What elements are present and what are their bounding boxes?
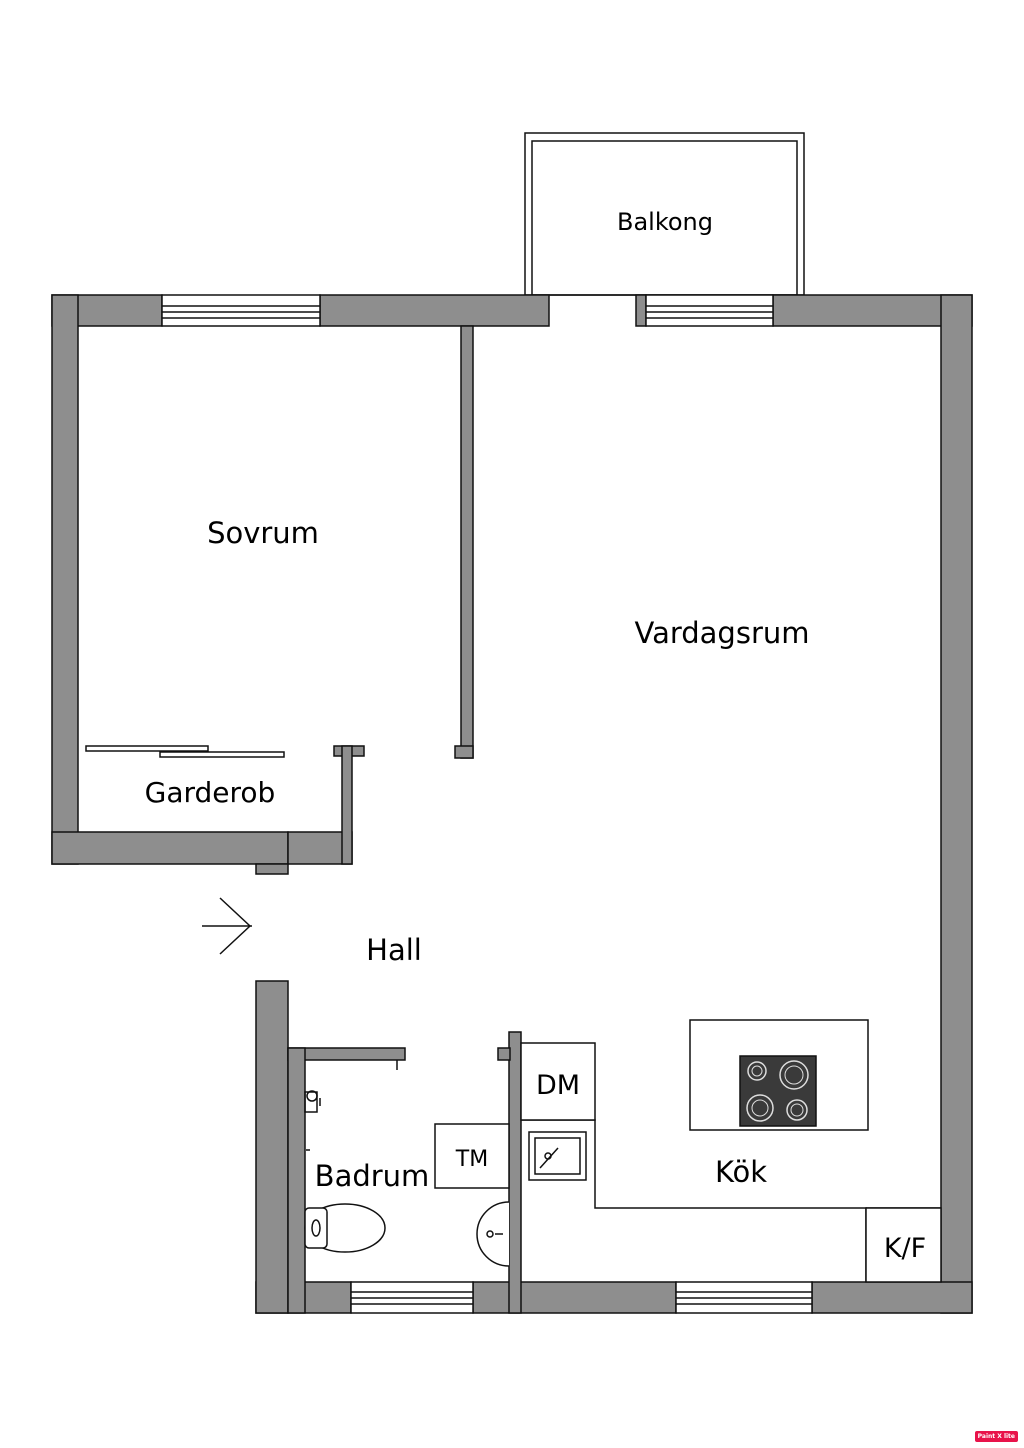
washbasin-icon bbox=[476, 1201, 510, 1267]
appliance-label-dm: DM bbox=[536, 1070, 580, 1101]
room-label-vardagsrum: Vardagsrum bbox=[634, 616, 809, 650]
room-label-kok: Kök bbox=[715, 1155, 767, 1189]
fridge-freezer-unit bbox=[865, 1207, 942, 1283]
window-kitchen bbox=[675, 1281, 813, 1314]
window-bathroom bbox=[350, 1281, 474, 1314]
wardrobe-sliding-doors bbox=[85, 745, 285, 758]
washing-machine-unit bbox=[434, 1123, 510, 1189]
appliance-label-tm: TM bbox=[455, 1147, 488, 1172]
toilet-icon bbox=[304, 1203, 386, 1253]
outer-walls bbox=[51, 294, 973, 1314]
window-living bbox=[645, 294, 774, 327]
room-label-sovrum: Sovrum bbox=[207, 516, 319, 550]
shower-icon bbox=[304, 1060, 398, 1151]
room-label-badrum: Badrum bbox=[315, 1159, 430, 1193]
dishwasher-unit bbox=[520, 1042, 596, 1121]
windows bbox=[161, 294, 813, 1314]
inner-walls bbox=[287, 325, 522, 1314]
room-label-hall: Hall bbox=[366, 933, 422, 967]
room-label-balkong: Balkong bbox=[617, 208, 713, 236]
stove-icon bbox=[739, 1055, 817, 1127]
appliance-label-kf: K/F bbox=[884, 1233, 926, 1264]
kitchen-sink-icon bbox=[528, 1131, 587, 1181]
entry-arrow-icon bbox=[202, 897, 252, 955]
watermark-badge: Paint X lite bbox=[974, 1431, 1018, 1442]
room-label-garderob: Garderob bbox=[145, 776, 276, 809]
window-bedroom bbox=[161, 294, 321, 327]
